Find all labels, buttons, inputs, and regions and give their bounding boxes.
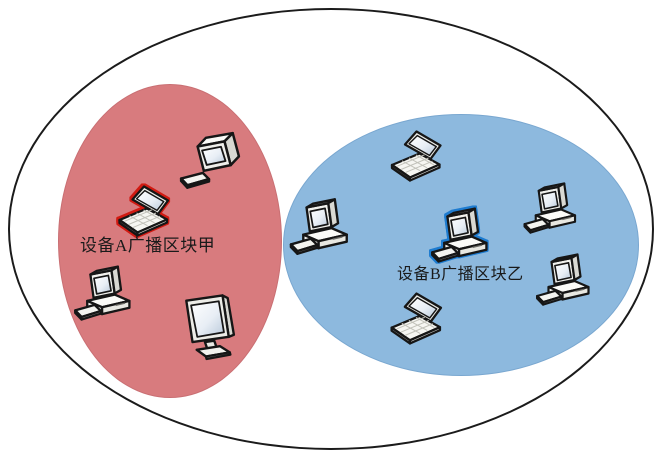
- zone-a-desktop-icon: [74, 265, 131, 321]
- zone-b-desktop-northeast-icon: [523, 182, 577, 234]
- zone-b-laptop-north-icon: [390, 130, 442, 182]
- zone-b-desktop-west-icon: [289, 198, 348, 255]
- device-b-desktop-icon: [431, 207, 488, 263]
- zone-b-label: 设备B广播区块乙: [397, 266, 524, 283]
- device-a-laptop-icon: [118, 185, 170, 237]
- zone-b-desktop-southeast-icon: [535, 253, 590, 306]
- zone-a-lcd-monitor-icon: [185, 294, 236, 361]
- zone-a-label: 设备A广播区块甲: [80, 236, 216, 255]
- zone-b-laptop-south-icon: [390, 292, 443, 345]
- broadcast-zone-a: [58, 84, 282, 398]
- zone-a-crt-desktop-icon: [179, 131, 241, 189]
